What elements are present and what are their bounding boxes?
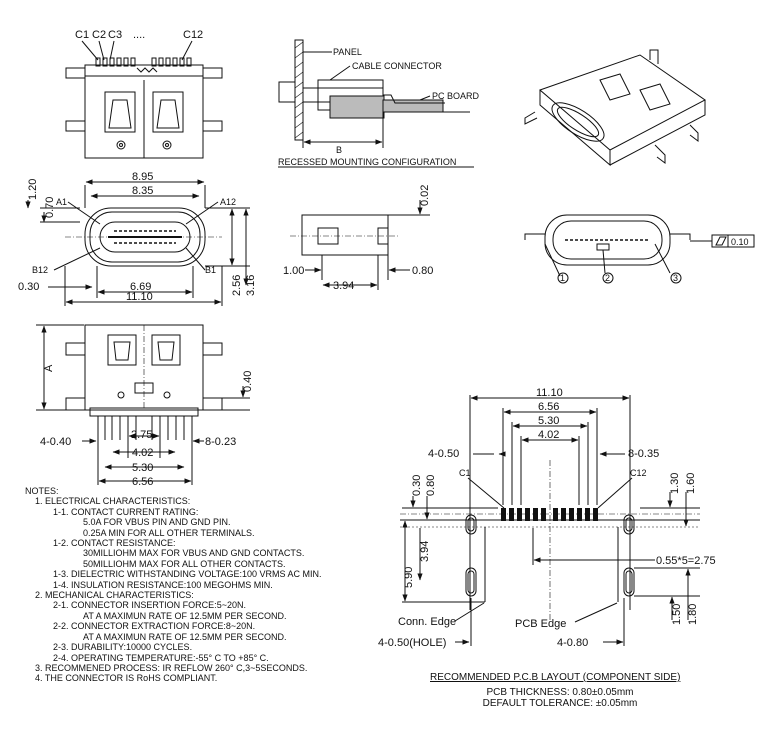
notes-block: NOTES: 1. ELECTRICAL CHARACTERISTICS: 1-… <box>25 486 395 684</box>
pcb-dim-6-56: 6.56 <box>538 401 559 413</box>
dim-3-94: 3.94 <box>333 280 354 292</box>
pcb-label-c1: C1 <box>459 468 471 478</box>
pcb-dim-1-60: 1.60 <box>685 473 697 494</box>
dim-0-80: 0.80 <box>412 265 433 277</box>
pcb-dim-5-30: 5.30 <box>538 415 559 427</box>
label-b: B <box>336 145 342 155</box>
dim-0-02: 0.02 <box>419 185 431 206</box>
flatness-value: 0.10 <box>731 237 749 247</box>
notes-heading: NOTES: <box>25 486 59 496</box>
label-c12: C12 <box>183 29 203 41</box>
dim-2-56: 2.56 <box>231 275 243 296</box>
dim-11-10: 11.10 <box>126 291 153 303</box>
label-c3: C3 <box>108 29 122 41</box>
pcb-dim-1-30: 1.30 <box>669 473 681 494</box>
label-b1: B1 <box>205 265 216 275</box>
pcb-dim-0-80: 0.80 <box>425 475 437 496</box>
pcb-tolerance: DEFAULT TOLERANCE: ±0.05mm <box>482 698 638 709</box>
pcb-dim-hole: 4-0.50(HOLE) <box>378 637 446 649</box>
note-line: 3. RECOMMENED PROCESS: IR REFLOW 260° C,… <box>35 662 308 673</box>
note-line: 2-4. OPERATING TEMPERATURE:-55° C TO +85… <box>53 652 269 663</box>
note-line: 4. THE CONNECTOR IS RoHS COMPLIANT. <box>35 673 218 684</box>
dim-0-30: 0.30 <box>18 281 39 293</box>
dim-4-02: 4.02 <box>132 447 153 459</box>
pcb-layout: 11.10 6.56 5.30 4.02 4-0.50 8-0.35 C1 C1… <box>378 387 716 649</box>
label-b12: B12 <box>32 265 48 275</box>
callout-3: 3 <box>673 273 678 283</box>
recess-title: RECESSED MOUNTING CONFIGURATION <box>278 157 456 167</box>
note-line: 2. MECHANICAL CHARACTERISTICS: <box>35 590 194 601</box>
pcb-dim-3-94: 3.94 <box>419 541 431 562</box>
pcb-layout-title: RECOMMENDED P.C.B LAYOUT (COMPONENT SIDE… <box>430 672 681 683</box>
pcb-dim-pitch: 0.55*5=2.75 <box>656 555 716 567</box>
label-pc-board: PC BOARD <box>432 91 480 101</box>
pcb-label-pcb-edge: PCB Edge <box>515 618 566 630</box>
note-line: 1. ELECTRICAL CHARACTERISTICS: <box>35 496 191 507</box>
label-a1: A1 <box>56 197 67 207</box>
note-line: AT A MAXIMUN RATE OF 12.5MM PER SECOND. <box>83 631 287 642</box>
pcb-dim-1-80: 1.80 <box>687 604 699 625</box>
note-line: 0.25A MIN FOR ALL OTHER TERMINALS. <box>83 527 255 538</box>
pcb-dim-11-10: 11.10 <box>536 387 563 399</box>
note-line: 30MILLIOHM MAX FOR VBUS AND GND CONTACTS… <box>83 548 305 559</box>
dim-8-0-23: 8-0.23 <box>205 436 236 448</box>
pcb-thickness: PCB THICKNESS: 0.80±0.05mm <box>486 687 634 698</box>
label-dots: .... <box>133 29 145 41</box>
dim-4-0-40: 4-0.40 <box>40 436 71 448</box>
note-line: 2-2. CONNECTOR EXTRACTION FORCE:8~20N. <box>53 621 256 632</box>
dim-1-00: 1.00 <box>283 265 304 277</box>
note-line: 50MILLIOHM MAX FOR ALL OTHER CONTACTS. <box>83 558 286 569</box>
top-view: C1 C2 C3 .... C12 <box>65 29 223 159</box>
label-c2: C2 <box>92 29 106 41</box>
pcb-dim-4-02: 4.02 <box>538 429 559 441</box>
note-line: AT A MAXIMUN RATE OF 12.5MM PER SECOND. <box>83 610 287 621</box>
callout-1: 1 <box>560 273 565 283</box>
pcb-label-c12: C12 <box>630 468 647 478</box>
dim-1-20: 1.20 <box>27 179 39 200</box>
pcb-label-conn-edge: Conn. Edge <box>398 616 456 628</box>
pcb-pads <box>501 508 598 521</box>
dim-0-70: 0.70 <box>44 197 56 218</box>
dim-8-95: 8.95 <box>132 171 153 183</box>
label-a12: A12 <box>220 197 236 207</box>
note-line: 2-3. DURABILITY:10000 CYCLES. <box>53 642 193 653</box>
dim-5-30: 5.30 <box>132 462 153 474</box>
note-line: 2-1. CONNECTOR INSERTION FORCE:5~20N. <box>53 600 246 611</box>
label-panel: PANEL <box>333 47 362 57</box>
pcb-footer: RECOMMENDED P.C.B LAYOUT (COMPONENT SIDE… <box>430 672 690 709</box>
iso-view <box>524 49 706 167</box>
dim-3-16: 3.16 <box>245 275 257 296</box>
pcb-dim-1-50: 1.50 <box>671 604 683 625</box>
note-line: 1-2. CONTACT RESISTANCE: <box>53 538 176 549</box>
note-line: 1-4. INSULATION RESISTANCE:100 MEGOHMS M… <box>53 579 273 590</box>
dim-8-35: 8.35 <box>132 185 153 197</box>
dim-a: A <box>43 364 55 372</box>
top-pins <box>95 57 192 67</box>
pcb-dim-4-0-50: 4-0.50 <box>428 448 459 460</box>
label-cable-connector: CABLE CONNECTOR <box>352 61 442 71</box>
front-view: 8.95 8.35 1.20 0.70 A1 A12 B12 B1 0.30 6… <box>18 171 257 306</box>
pcb-dim-8-0-35: 8-0.35 <box>628 448 659 460</box>
bottom-pins <box>97 416 193 458</box>
dim-6-69: 6.69 <box>130 281 151 293</box>
label-c1: C1 <box>75 29 89 41</box>
note-line: 1-1. CONTACT CURRENT RATING: <box>53 506 199 517</box>
callout-2: 2 <box>605 273 610 283</box>
pcb-dim-4-0-80: 4-0.80 <box>557 637 588 649</box>
note-line: 5.0A FOR VBUS PIN AND GND PIN. <box>83 517 231 528</box>
recess-view: PANEL CABLE CONNECTOR PC BOARD B RECESSE… <box>278 39 480 168</box>
pcb-dim-5-90: 5.90 <box>403 567 415 588</box>
side-view: 0.02 1.00 3.94 0.80 <box>283 185 433 292</box>
note-line: 1-3. DIELECTRIC WITHSTANDING VOLTAGE:100… <box>53 569 322 580</box>
dim-0-40-vertical: 0.40 <box>242 371 254 392</box>
pcb-dim-0-30: 0.30 <box>411 475 423 496</box>
dim-2-75: 2.75 <box>131 429 152 441</box>
dim-6-56: 6.56 <box>132 476 153 488</box>
section-view: 1 2 3 0.10 <box>524 214 755 284</box>
bottom-view: A 0.40 4-0.40 8-0.23 2.75 4.02 5.30 6.56 <box>36 324 254 488</box>
